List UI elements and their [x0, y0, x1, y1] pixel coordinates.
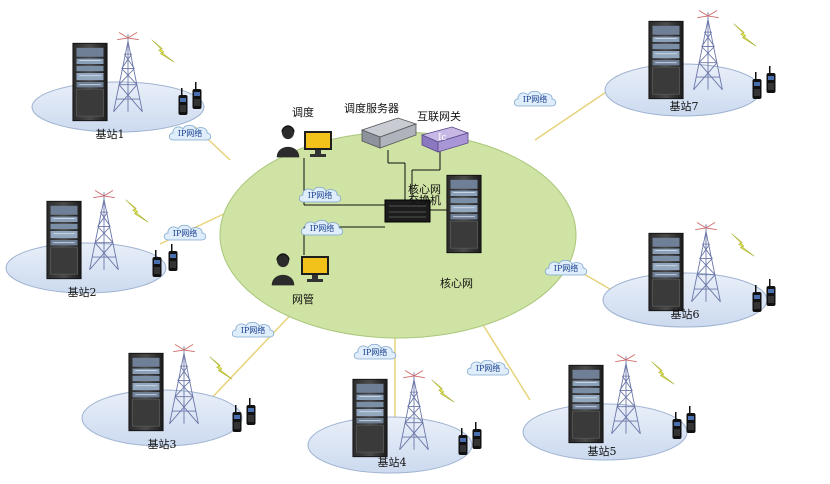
ip-network-label: IP网络 — [476, 363, 501, 373]
ip-network-cloud: IP网络 — [300, 219, 344, 236]
internet-gateway-label: 互联网关 — [417, 109, 461, 123]
ip-network-cloud: IP网络 — [298, 186, 342, 203]
ip-network-cloud: IP网络 — [353, 343, 397, 360]
walkie-talkie-icon — [766, 66, 776, 93]
walkie-talkie-icon — [246, 398, 256, 425]
base-station-5: 基站5 — [522, 354, 696, 461]
walkie-talkie-icon — [766, 279, 776, 306]
lightning-icon — [651, 361, 675, 385]
base-station-2: 基站2 — [5, 190, 178, 299]
base-station-label: 基站2 — [68, 285, 97, 299]
link-line — [479, 319, 531, 401]
ip-network-cloud: IP网络 — [163, 224, 207, 241]
link-line — [534, 83, 619, 141]
walkie-talkie-icon — [752, 72, 762, 99]
ip-network-cloud: IP网络 — [466, 359, 510, 376]
lightning-icon — [731, 233, 755, 257]
ip-network-label: IP网络 — [310, 223, 335, 233]
ip-network-label: IP网络 — [178, 128, 203, 138]
ip-network-clouds: IP网络 IP网络 IP网络 IP网络 IP网络 IP网络 IP网络 IP网络 IP网络 — [163, 90, 588, 376]
svg-text:Ic: Ic — [438, 133, 447, 143]
core-switch-label: 核心网 交换机 — [408, 182, 445, 207]
dispatch-station: 调度 — [276, 105, 332, 158]
walkie-talkie-icon — [168, 244, 178, 271]
walkie-talkie-icon — [192, 82, 202, 109]
ip-network-cloud: IP网络 — [544, 259, 588, 276]
lightning-icon — [151, 39, 175, 63]
ip-network-label: IP网络 — [173, 228, 198, 238]
lightning-icon — [125, 199, 149, 223]
walkie-talkie-icon — [472, 422, 482, 449]
internet-gateway: Ic 互联网关 — [417, 109, 470, 153]
ip-network-cloud: IP网络 — [231, 321, 275, 338]
base-station-6: 基站6 — [602, 222, 776, 328]
nms-label: 网管 — [292, 292, 314, 306]
ip-network-cloud: IP网络 — [168, 124, 212, 141]
walkie-talkie-icon — [672, 412, 682, 439]
base-station-4: 基站4 — [307, 370, 482, 474]
dispatch-server: 调度服务器 — [344, 101, 418, 149]
operator-icon — [276, 124, 300, 158]
rack-cabinet-icon — [648, 20, 684, 100]
base-station-label: 基站3 — [148, 437, 177, 451]
base-station-label: 基站5 — [588, 444, 617, 458]
rack-cabinet-icon — [352, 378, 388, 458]
base-station-label: 基站1 — [96, 127, 125, 141]
base-station-label: 基站6 — [671, 307, 700, 321]
ip-network-label: IP网络 — [523, 94, 548, 104]
base-station-label: 基站7 — [670, 99, 699, 113]
rack-cabinet-icon — [128, 352, 164, 432]
base-station-3: 基站3 — [81, 344, 256, 451]
base-station-1: 基站1 — [31, 32, 205, 141]
ip-network-label: IP网络 — [308, 190, 333, 200]
walkie-talkie-icon — [686, 406, 696, 433]
ip-network-cloud: IP网络 — [513, 90, 557, 107]
rack-cabinet-icon — [446, 174, 482, 254]
rack-cabinet-icon — [46, 200, 82, 280]
base-station-ellipse — [307, 416, 473, 474]
core-switch: 核心网 交换机 — [384, 182, 445, 223]
nms-station: 网管 — [271, 252, 329, 306]
link-line — [204, 304, 301, 406]
core-network-rack: 核心网 — [440, 174, 482, 290]
base-station-ellipse — [5, 242, 167, 294]
base-stations: 基站1 基站2 基站3 基站4 基站5 基站6 基站7 — [5, 10, 776, 474]
rack-cabinet-icon — [648, 232, 684, 312]
base-station-label: 基站4 — [378, 455, 407, 469]
dispatch-label: 调度 — [292, 105, 314, 119]
ip-network-label: IP网络 — [554, 263, 579, 273]
lightning-icon — [431, 379, 455, 403]
lightning-icon — [733, 23, 757, 47]
lightning-icon — [209, 356, 233, 380]
rack-cabinet-icon — [72, 42, 108, 122]
ip-network-label: IP网络 — [241, 325, 266, 335]
core-network-label: 核心网 — [440, 276, 473, 290]
ip-network-label: IP网络 — [363, 347, 388, 357]
walkie-talkie-icon — [152, 250, 162, 277]
rack-cabinet-icon — [568, 364, 604, 444]
dispatch-server-label: 调度服务器 — [344, 101, 399, 115]
base-station-7: 基站7 — [604, 10, 776, 117]
